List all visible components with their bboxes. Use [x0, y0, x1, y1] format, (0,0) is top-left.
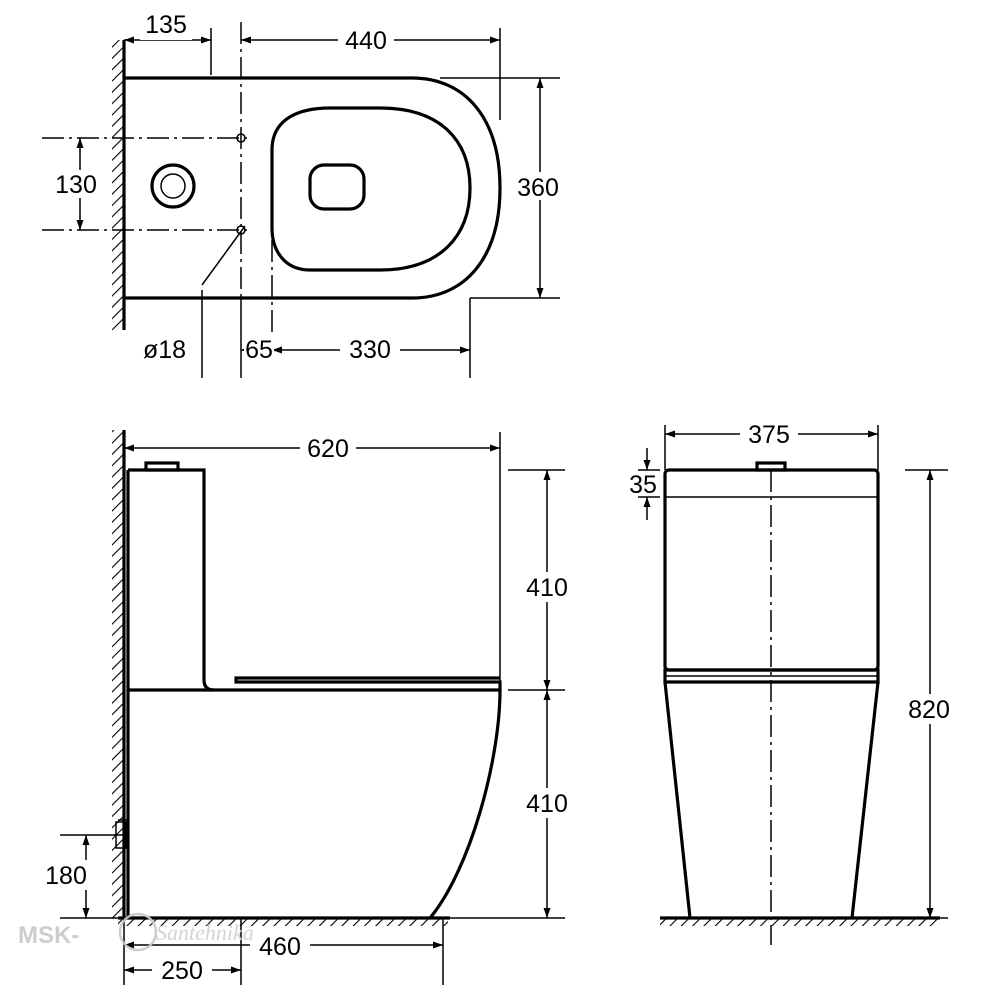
seat-outline-top — [270, 106, 472, 272]
bowl-outline-front — [663, 681, 880, 919]
dim-label-410-lower: 410 — [526, 790, 568, 818]
dim-label-35: 35 — [629, 471, 657, 499]
watermark: MSK- Santehnika — [18, 912, 254, 952]
leader-d18 — [201, 225, 246, 286]
dim-label-820: 820 — [908, 696, 950, 724]
top-view: 135 440 130 360 ø18 65 330 — [42, 10, 568, 378]
watermark-script: Santehnika — [156, 920, 254, 945]
dim-label-440: 440 — [345, 27, 387, 55]
dim-label-250: 250 — [161, 957, 203, 985]
dim-label-620: 620 — [307, 435, 349, 463]
dim-label-65: 65 — [245, 336, 273, 364]
dim-label-360: 360 — [517, 174, 559, 202]
dim-label-330: 330 — [349, 336, 391, 364]
dim-label-375: 375 — [748, 421, 790, 449]
watermark-logo-icon — [118, 912, 158, 952]
bowl-outline-side — [128, 688, 502, 920]
dim-label-460: 460 — [259, 933, 301, 961]
seat-outline-side — [214, 676, 502, 692]
tank-outline-side — [128, 468, 215, 692]
side-view: 620 410 410 180 460 250 — [45, 430, 576, 985]
dim-label-410-upper: 410 — [526, 574, 568, 602]
watermark-text: MSK- — [18, 922, 79, 949]
floor-hatch-front — [660, 918, 940, 926]
dim-label-d18: ø18 — [143, 336, 186, 364]
floor-hatch-side — [118, 918, 448, 926]
wall-hatch-side — [112, 430, 124, 918]
dim-label-180: 180 — [45, 862, 87, 890]
front-view: 375 35 820 — [625, 420, 960, 945]
dim-label-130: 130 — [55, 171, 97, 199]
dim-label-135: 135 — [145, 11, 187, 39]
flush-button-side — [144, 461, 180, 472]
flush-button-top — [308, 163, 366, 211]
toilet-outline-top — [124, 76, 502, 300]
inlet-ring-inner — [160, 173, 186, 199]
flush-button-front — [755, 461, 787, 472]
wall-hatch-top — [112, 40, 124, 330]
inlet-ring-outer — [150, 163, 196, 209]
